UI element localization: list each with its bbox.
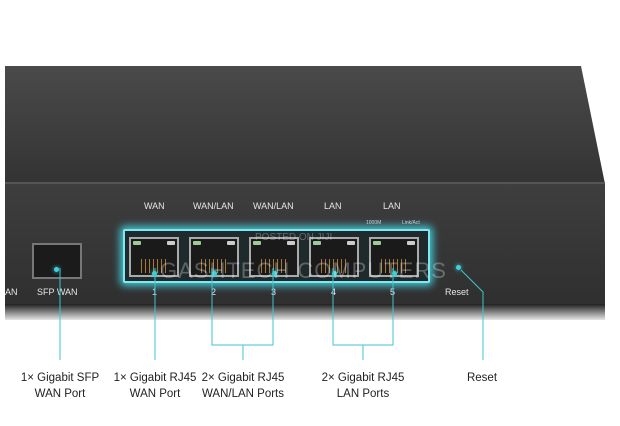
- port-number: 3: [271, 287, 277, 297]
- rj45-port-3: [249, 237, 299, 277]
- watermark-small: POSTED ON JIJI: [255, 232, 333, 243]
- callout-reset: Reset: [466, 372, 498, 384]
- ethernet-port-group: [123, 229, 430, 283]
- rj45-port-1: [129, 237, 179, 277]
- port-number: 2: [211, 287, 217, 297]
- watermark: GASHTECH COMPUTERS: [160, 258, 447, 283]
- sfp-label: SFP WAN: [37, 287, 78, 297]
- callout-line-lan: [332, 268, 394, 360]
- port-number: 4: [331, 287, 337, 297]
- left-cut-label: AN: [5, 287, 18, 297]
- port-indicator-dot: [332, 271, 337, 276]
- rj45-port-5: [369, 237, 419, 277]
- reset-label: Reset: [445, 287, 469, 297]
- callout-line-wanlan: [211, 268, 274, 360]
- port-indicator-dot: [392, 271, 397, 276]
- rj45-port-4: [309, 237, 359, 277]
- sfp-port: [32, 243, 82, 279]
- port-top-label: LAN: [324, 201, 342, 211]
- rj45-port-2: [189, 237, 239, 277]
- port-top-label: WAN: [144, 201, 165, 211]
- led-label-speed: 1000M: [366, 220, 382, 226]
- port-top-label: WAN/LAN: [193, 201, 234, 211]
- led-label-link: Link/Act: [402, 220, 420, 226]
- port-top-label: WAN/LAN: [253, 201, 294, 211]
- port-top-label: LAN: [383, 201, 401, 211]
- callout-line-reset: [460, 269, 484, 360]
- port-indicator-dot: [212, 271, 217, 276]
- reset-button: [456, 265, 461, 270]
- port-indicator-dot: [272, 271, 277, 276]
- router-top-surface: [5, 66, 605, 184]
